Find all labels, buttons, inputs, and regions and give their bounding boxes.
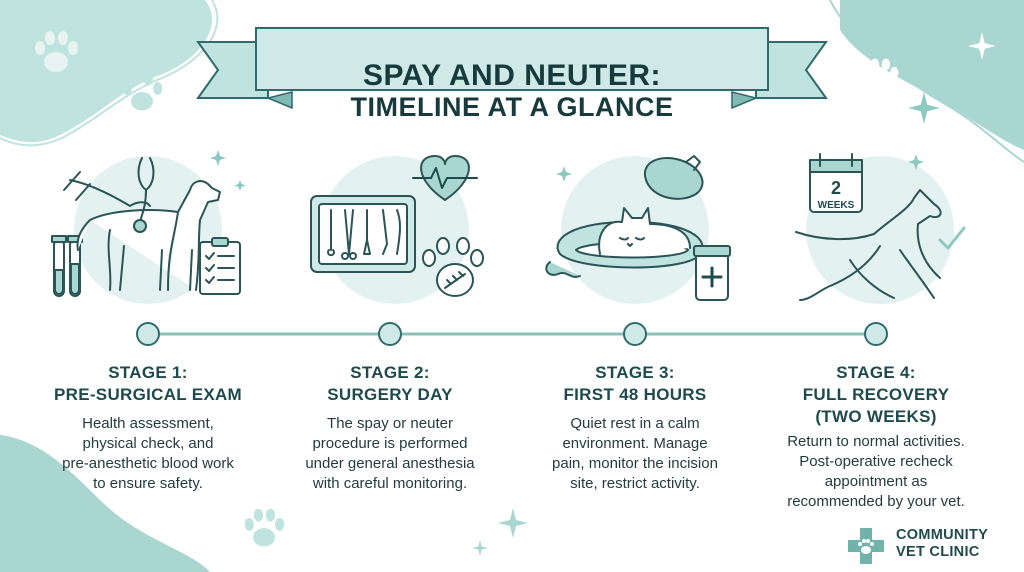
stage-4-title: STAGE 4: FULL RECOVERY (TWO WEEKS): [761, 362, 991, 428]
vet-cross-paw-icon: [848, 528, 884, 564]
logo-line-2: VET CLINIC: [896, 544, 980, 560]
stage-1-title: STAGE 1: PRE-SURGICAL EXAM: [33, 362, 263, 406]
stage-1-desc-line: to ensure safety.: [93, 475, 203, 492]
stage-1-illustration: [51, 150, 246, 304]
stage-1: STAGE 1: PRE-SURGICAL EXAM Health assess…: [33, 362, 263, 494]
stage-1-desc-line: pre-anesthetic blood work: [62, 455, 234, 472]
sparkle-icon: [908, 92, 940, 124]
stage-2-number: STAGE 2:: [350, 363, 430, 382]
stage-4-duration: (TWO WEEKS): [815, 407, 937, 426]
paw-print-icon: [422, 237, 484, 297]
surgical-tools-icon: [310, 195, 416, 273]
timeline-node-2: [378, 322, 402, 346]
stage-1-desc-line: Health assessment,: [82, 415, 214, 432]
stage-4-illustration: 2 WEEKS: [795, 153, 966, 304]
stage-3-illustration: [545, 155, 731, 304]
stage-3-desc-line: pain, monitor the incision: [552, 455, 718, 472]
stage-3: STAGE 3: FIRST 48 HOURS Quiet rest in a …: [520, 362, 750, 494]
timeline-node-1: [136, 322, 160, 346]
checkmark-icon: [938, 226, 966, 250]
sparkle-icon: [498, 508, 528, 538]
stage-4-desc-line: appointment as: [824, 473, 928, 490]
paw-print-icon: [122, 72, 163, 111]
calendar-number: 2: [831, 178, 841, 198]
stage-2: STAGE 2: SURGERY DAY The spay or neuter …: [275, 362, 505, 494]
clinic-logo: COMMUNITY VET CLINIC: [846, 524, 1016, 564]
stethoscope-icon: [133, 157, 155, 233]
stage-4: STAGE 4: FULL RECOVERY (TWO WEEKS) Retur…: [761, 362, 991, 512]
timeline-node-4: [864, 322, 888, 346]
top-right-blob: [829, 0, 1024, 163]
stage-3-desc-line: Quiet rest in a calm: [570, 415, 700, 432]
paw-print-icon: [35, 31, 78, 72]
stage-2-desc-line: with careful monitoring.: [312, 475, 468, 492]
timeline-node-3: [623, 322, 647, 346]
sparkle-icon: [556, 166, 572, 182]
stage-1-desc-line: physical check, and: [82, 435, 214, 452]
paw-print-icon: [244, 508, 285, 547]
timeline: [136, 322, 888, 346]
heartbeat-icon: [412, 155, 478, 201]
test-tubes-icon: [51, 235, 83, 297]
stage-4-number: STAGE 4:: [836, 363, 916, 382]
calendar-label: WEEKS: [818, 200, 855, 211]
logo-text: COMMUNITY VET CLINIC: [896, 527, 988, 561]
page-title: SPAY AND NEUTER:: [362, 59, 662, 92]
stage-2-illustration: [310, 155, 484, 304]
stage-3-number: STAGE 3:: [595, 363, 675, 382]
sparkle-icon: [968, 32, 996, 60]
logo-line-1: COMMUNITY: [896, 527, 989, 543]
sparkle-icon: [908, 154, 924, 170]
clipboard-icon: [199, 237, 241, 295]
stage-2-name: SURGERY DAY: [327, 385, 453, 404]
paw-print-icon: [862, 58, 899, 93]
stage-4-desc-line: Return to normal activities.: [787, 433, 965, 450]
sparkle-icon: [234, 180, 246, 191]
stage-1-name: PRE-SURGICAL EXAM: [53, 385, 243, 404]
medicine-bottle-icon: [693, 245, 731, 301]
stage-3-description: Quiet rest in a calm environment. Manage…: [520, 414, 750, 494]
stage-3-name: FIRST 48 HOURS: [563, 385, 707, 404]
stage-4-name: FULL RECOVERY: [802, 385, 950, 404]
stage-3-desc-line: site, restrict activity.: [570, 475, 700, 492]
stage-2-desc-line: The spay or neuter: [327, 415, 453, 432]
stage-3-desc-line: environment. Manage: [562, 435, 708, 452]
page-subtitle: TIMELINE AT A GLANCE: [350, 92, 674, 122]
stage-2-desc-line: procedure is performed: [312, 435, 468, 452]
stage-1-number: STAGE 1:: [108, 363, 188, 382]
stage-2-desc-line: under general anesthesia: [305, 455, 475, 472]
stage-3-title: STAGE 3: FIRST 48 HOURS: [520, 362, 750, 406]
stage-4-description: Return to normal activities. Post-operat…: [761, 432, 991, 512]
stage-1-description: Health assessment, physical check, and p…: [33, 414, 263, 494]
stage-4-desc-line: recommended by your vet.: [787, 493, 965, 510]
stage-2-description: The spay or neuter procedure is performe…: [275, 414, 505, 494]
bottom-left-blob: [0, 435, 210, 572]
header-ribbon: SPAY AND NEUTER: TIMELINE AT A GLANCE: [196, 24, 828, 134]
stage-4-desc-line: Post-operative recheck: [799, 453, 953, 470]
sparkle-icon: [472, 540, 488, 556]
sparkle-icon: [210, 150, 226, 166]
calendar-icon: [809, 153, 863, 213]
ice-pack-icon: [643, 155, 704, 200]
stage-2-title: STAGE 2: SURGERY DAY: [275, 362, 505, 406]
